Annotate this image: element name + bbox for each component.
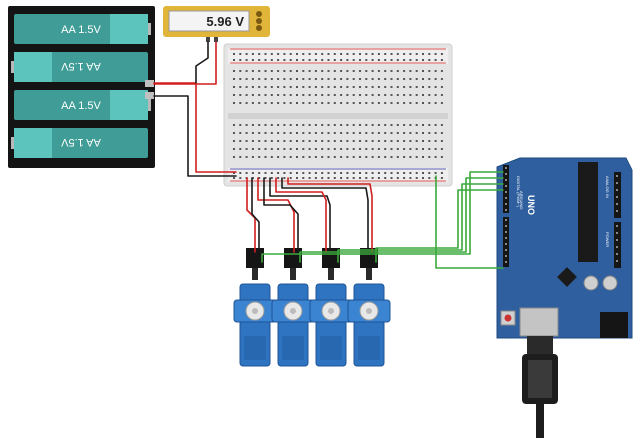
usb-port (519, 307, 559, 337)
arduino-uno[interactable]: UNO ARDUINO POWER ANALOG IN DIGITAL (PWM… (496, 157, 633, 339)
servo-motor[interactable] (233, 248, 277, 367)
multimeter-reading: 5.96 V (206, 14, 244, 29)
battery-cell[interactable]: AA 1.5V (14, 90, 151, 120)
battery-pack[interactable]: AA 1.5V AA 1.5V AA 1.5V AA 1.5V (8, 6, 155, 168)
battery-cell-label: AA 1.5V (61, 100, 101, 112)
battery-cell[interactable]: AA 1.5V (11, 128, 148, 158)
wires (153, 41, 504, 269)
battery-cell[interactable]: AA 1.5V (11, 52, 148, 82)
servo-motor[interactable] (271, 248, 315, 367)
multimeter[interactable]: 5.96 V (163, 6, 270, 42)
power-label: POWER (605, 232, 610, 247)
servo-motor[interactable] (347, 248, 391, 367)
digital-header-a[interactable] (503, 165, 509, 213)
battery-cell-label: AA 1.5V (61, 24, 101, 36)
battery-cell-label: AA 1.5V (60, 136, 100, 148)
servo-connector (284, 248, 302, 268)
servo-group[interactable] (233, 248, 391, 367)
arduino-model: UNO (526, 195, 536, 215)
servo-connector (322, 248, 340, 268)
servo-motor[interactable] (309, 248, 353, 367)
power-jack (600, 312, 628, 338)
battery-cell[interactable]: AA 1.5V (14, 14, 151, 44)
analog-header[interactable] (614, 172, 621, 218)
usb-cable (522, 336, 558, 438)
arduino-brand: ARDUINO (519, 191, 524, 209)
battery-cell-label: AA 1.5V (60, 60, 100, 72)
analog-label: ANALOG IN (605, 176, 610, 198)
servo-connector (246, 248, 264, 268)
atmega-chip (578, 162, 598, 262)
power-header[interactable] (614, 222, 621, 268)
servo-connector (360, 248, 378, 268)
digital-label: DIGITAL (PWM~) (516, 176, 521, 208)
digital-header-b[interactable] (503, 217, 509, 267)
breadboard[interactable] (223, 43, 453, 187)
